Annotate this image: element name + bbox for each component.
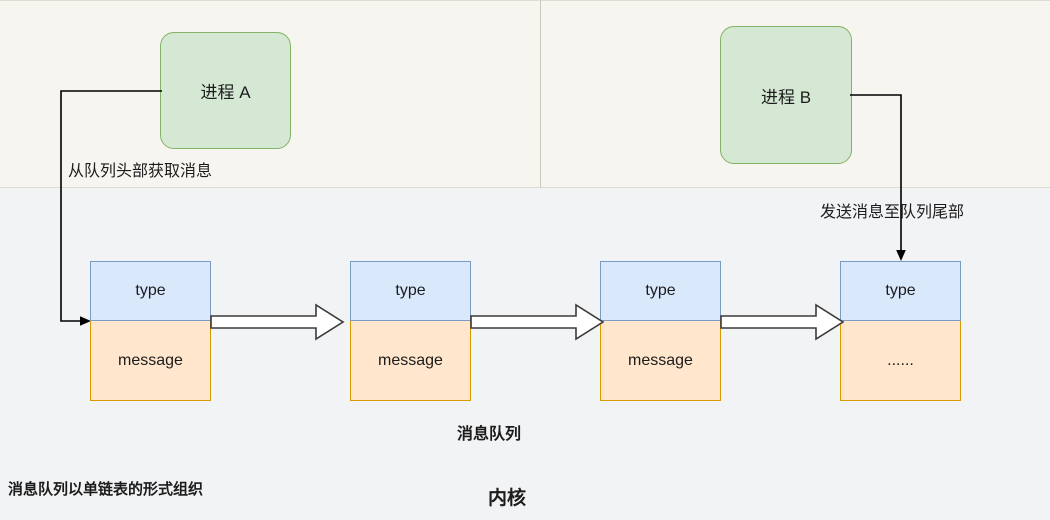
process-b-label: 进程 B — [760, 87, 812, 107]
queue-node-2-type: type — [350, 261, 471, 321]
message-queue-label: 消息队列 — [457, 426, 522, 443]
queue-node-1[interactable]: type message — [90, 261, 211, 401]
queue-node-4[interactable]: type ...... — [840, 261, 961, 401]
queue-node-1-message: message — [90, 321, 211, 401]
process-box-a[interactable]: 进程 A — [160, 32, 291, 149]
process-box-b[interactable]: 进程 B — [720, 26, 852, 164]
process-a-label: 进程 A — [200, 83, 251, 102]
queue-node-3-message: message — [600, 321, 721, 401]
queue-node-3-type: type — [600, 261, 721, 321]
kernel-label: 内核 — [488, 488, 527, 509]
queue-node-1-type: type — [90, 261, 211, 321]
queue-structure-note: 消息队列以单链表的形式组织 — [8, 481, 204, 498]
queue-node-4-message: ...... — [840, 321, 961, 401]
queue-node-2-message: message — [350, 321, 471, 401]
receive-action-label: 从队列头部获取消息 — [68, 163, 213, 180]
queue-node-3[interactable]: type message — [600, 261, 721, 401]
queue-node-2[interactable]: type message — [350, 261, 471, 401]
send-action-label: 发送消息至队列尾部 — [820, 204, 965, 221]
queue-node-4-type: type — [840, 261, 961, 321]
